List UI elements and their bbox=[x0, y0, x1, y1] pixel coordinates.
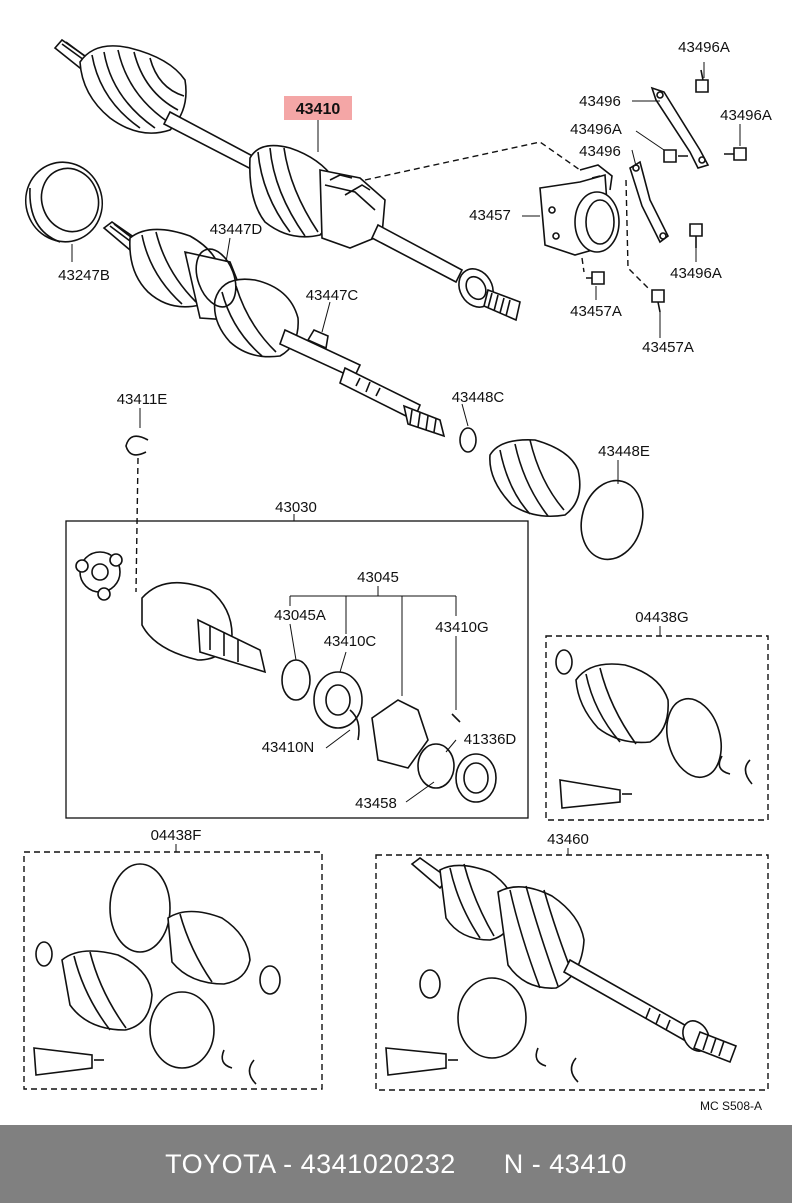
label-43457a[interactable]: 43457A bbox=[642, 339, 694, 356]
label-43247b[interactable]: 43247B bbox=[58, 267, 110, 284]
footer-text: TOYOTA - 4341020232 N - 43410 bbox=[165, 1148, 627, 1179]
label-43410n[interactable]: 43410N bbox=[262, 739, 315, 756]
stay-bracket-upper bbox=[650, 86, 710, 169]
snap-ring-43411e bbox=[125, 435, 149, 593]
bearing-housing-43458 bbox=[371, 699, 497, 803]
label-43460[interactable]: 43460 bbox=[547, 831, 589, 848]
kit-box-04438f bbox=[23, 851, 323, 1090]
label-43496a[interactable]: 43496A bbox=[670, 265, 722, 282]
bearing-bracket bbox=[539, 164, 620, 256]
kit-box-04438g bbox=[545, 635, 769, 821]
boot-kit-04438g bbox=[555, 649, 753, 809]
label-41336d[interactable]: 41336D bbox=[464, 731, 517, 748]
label-43410[interactable]: 43410 bbox=[296, 101, 341, 118]
label-04438g[interactable]: 04438G bbox=[635, 609, 688, 626]
label-43045a[interactable]: 43045A bbox=[274, 607, 326, 624]
label-43496[interactable]: 43496 bbox=[579, 143, 621, 160]
label-43496a[interactable]: 43496A bbox=[570, 121, 622, 138]
drive-shaft-43460 bbox=[385, 857, 738, 1083]
label-43410c[interactable]: 43410C bbox=[324, 633, 377, 650]
inner-joint-43030 bbox=[141, 581, 267, 674]
drive-shaft-assembly bbox=[53, 38, 521, 322]
label-43411e[interactable]: 43411E bbox=[117, 391, 168, 408]
label-43447d[interactable]: 43447D bbox=[210, 221, 263, 238]
label-43457[interactable]: 43457 bbox=[469, 207, 511, 224]
footer-bar: TOYOTA - 4341020232 N - 43410 bbox=[0, 1125, 792, 1203]
label-43458[interactable]: 43458 bbox=[355, 795, 397, 812]
inner-shaft-assembly bbox=[102, 221, 446, 438]
label-43448c[interactable]: 43448C bbox=[452, 389, 505, 406]
bolts bbox=[586, 69, 747, 313]
boot-43448 bbox=[459, 427, 644, 561]
label-43448e[interactable]: 43448E bbox=[598, 443, 650, 460]
label-43030[interactable]: 43030 bbox=[275, 499, 317, 516]
stay-bracket-lower bbox=[629, 160, 670, 244]
parts-diagram: 43410 43496A 43496 43496A 43496A 43496 4… bbox=[23, 38, 772, 1113]
kit-box-43460 bbox=[375, 854, 769, 1091]
label-43045[interactable]: 43045 bbox=[357, 569, 399, 586]
part-labels: 43410 43496A 43496 43496A 43496A 43496 4… bbox=[58, 39, 772, 1113]
part-highlight bbox=[284, 96, 352, 120]
label-43496[interactable]: 43496 bbox=[579, 93, 621, 110]
bearing-43410c bbox=[281, 659, 363, 741]
kit-box-43030 bbox=[65, 520, 529, 819]
label-43496a[interactable]: 43496A bbox=[720, 107, 772, 124]
boot-clamps-inner bbox=[195, 248, 329, 350]
tripod-joint bbox=[75, 551, 123, 601]
boot-kit-04438f bbox=[33, 863, 281, 1085]
diagram-reference: MC S508-A bbox=[700, 1099, 762, 1113]
label-43457a[interactable]: 43457A bbox=[570, 303, 622, 320]
label-43447c[interactable]: 43447C bbox=[306, 287, 359, 304]
leader-lines bbox=[71, 62, 741, 855]
label-43410g[interactable]: 43410G bbox=[435, 619, 488, 636]
label-04438f[interactable]: 04438F bbox=[151, 827, 202, 844]
boot-43247b bbox=[24, 161, 104, 243]
label-43496a[interactable]: 43496A bbox=[678, 39, 730, 56]
